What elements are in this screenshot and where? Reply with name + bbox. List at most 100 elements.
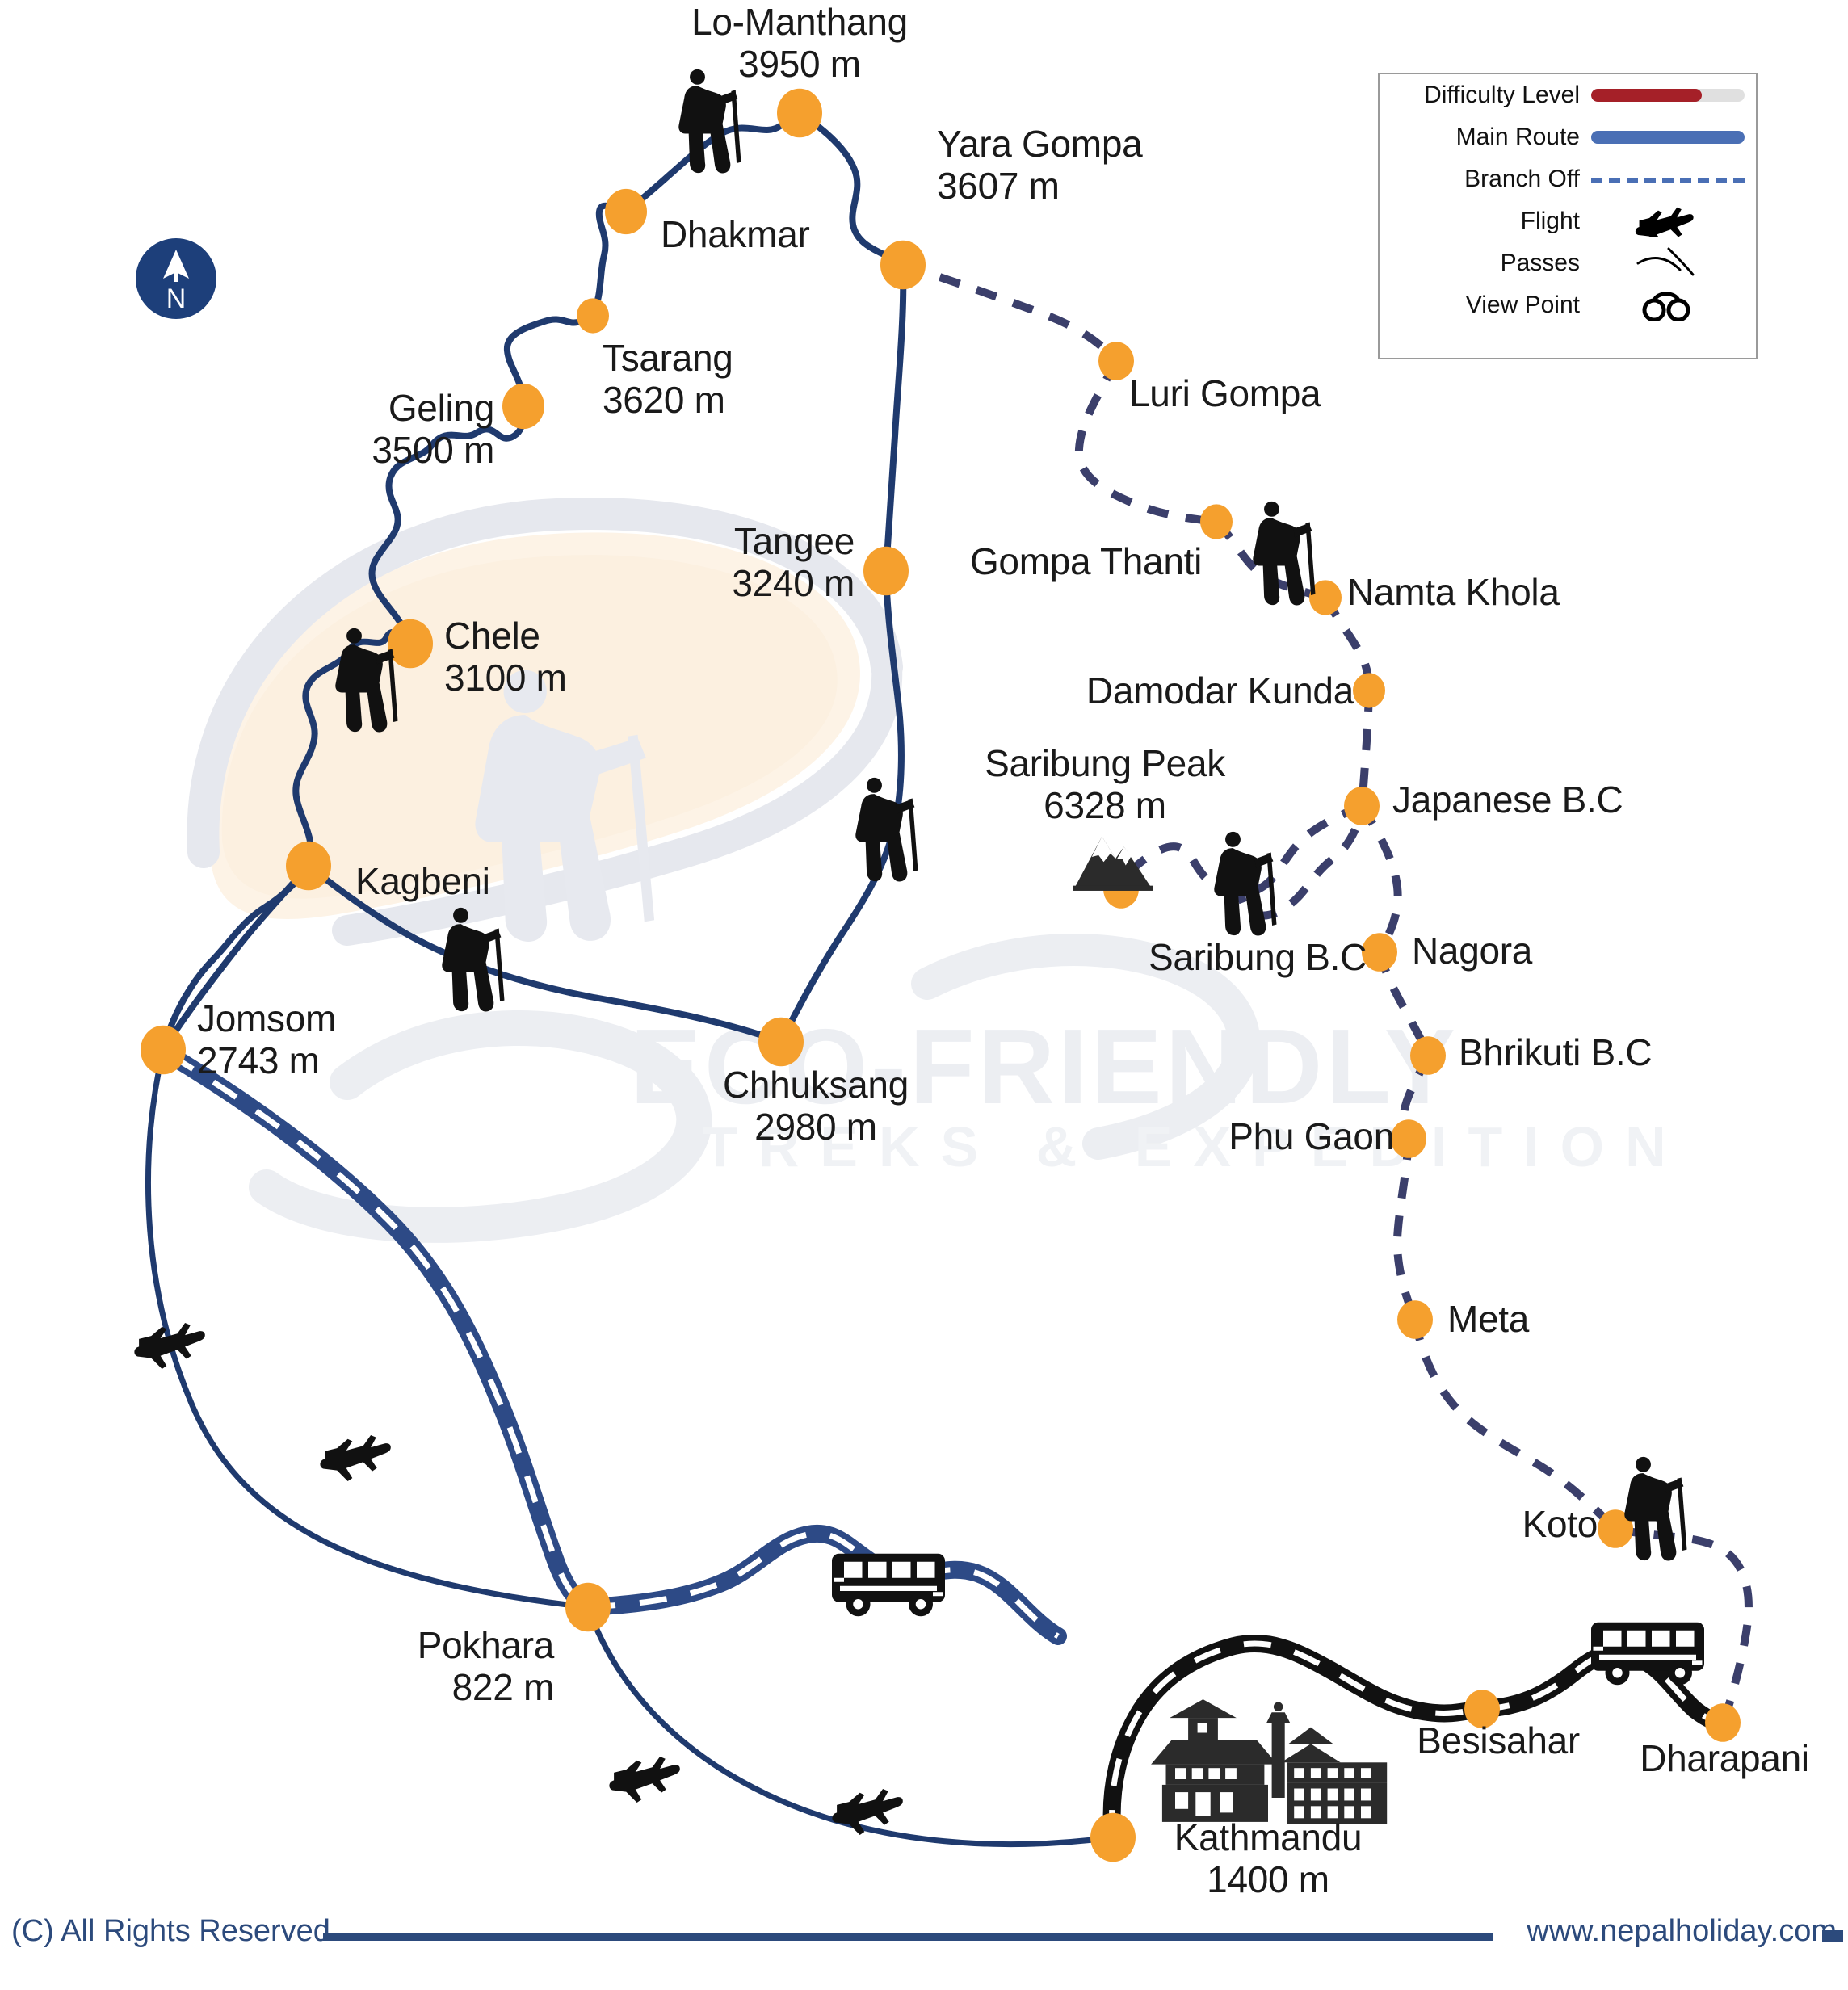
legend-label-main-route: Main Route — [1455, 124, 1580, 150]
place-marker[interactable] — [1397, 1300, 1433, 1339]
trekker-icon — [855, 777, 918, 882]
place-name: Koto — [1522, 1503, 1598, 1545]
place-marker[interactable] — [502, 383, 544, 430]
copyright-text: (C) All Rights Reserved — [11, 1914, 330, 1948]
place-marker[interactable] — [863, 546, 909, 596]
place-name: Dharapani — [1640, 1737, 1809, 1779]
place-name: Meta — [1447, 1298, 1530, 1340]
place-label: Damodar Kunda — [1086, 670, 1354, 712]
place-name: Gompa Thanti — [969, 540, 1202, 582]
legend-label-flight: Flight — [1520, 208, 1580, 234]
flight-jomsom-pokhara — [145, 1047, 591, 1610]
place-marker[interactable] — [286, 841, 331, 891]
legend-row-main-route: Main Route — [1380, 116, 1756, 158]
place-marker[interactable] — [1090, 1812, 1136, 1862]
trekker-icon — [442, 907, 505, 1012]
place-marker[interactable] — [1098, 342, 1134, 380]
airplane-icon — [609, 1756, 680, 1803]
place-label: Kagbeni — [355, 860, 490, 903]
place-marker[interactable] — [1410, 1036, 1446, 1075]
route-kagbeni-jomsom-lower — [160, 863, 312, 1053]
mountain-icon — [1073, 836, 1153, 891]
place-marker[interactable] — [388, 619, 433, 669]
place-label: Japanese B.C — [1392, 779, 1623, 821]
place-marker[interactable] — [777, 88, 822, 138]
place-name: Dhakmar — [661, 213, 810, 255]
place-elevation: 3500 m — [372, 428, 494, 471]
place-name: Lo-Manthang — [691, 1, 908, 43]
branch-gompathanti-namta — [1213, 518, 1327, 602]
branch-damodar-japanese — [1358, 690, 1373, 807]
place-marker[interactable] — [605, 188, 647, 235]
route-kagbeni-chele — [292, 629, 414, 869]
place-marker[interactable] — [1362, 933, 1397, 972]
place-name: Bhrikuti B.C — [1459, 1031, 1653, 1073]
place-label: Nagora — [1412, 930, 1532, 972]
place-marker[interactable] — [1344, 787, 1380, 825]
place-marker[interactable] — [758, 1017, 804, 1067]
place-marker[interactable] — [1200, 504, 1233, 539]
place-label: Dharapani — [1640, 1737, 1809, 1780]
airplane-icon — [320, 1434, 391, 1481]
place-name: Yara Gompa — [937, 123, 1143, 165]
place-elevation: 6328 m — [1044, 783, 1166, 826]
road-kathmandu-besisahar-dashes — [1109, 1640, 1483, 1838]
airplane-icon — [1591, 205, 1745, 237]
place-label: Saribung B.C — [1149, 936, 1367, 979]
place-name: Geling — [388, 387, 494, 429]
place-name: Tsarang — [603, 337, 733, 379]
dashed-line-icon — [1591, 163, 1745, 195]
binoculars-icon — [1591, 289, 1745, 321]
place-name: Luri Gompa — [1129, 372, 1321, 414]
trekker-icon — [335, 628, 398, 733]
place-elevation: 3950 m — [738, 42, 861, 85]
branch-phugaon-meta — [1392, 1138, 1419, 1321]
place-marker[interactable] — [1598, 1509, 1633, 1548]
bus-icon — [832, 1553, 945, 1617]
place-marker[interactable] — [1705, 1703, 1741, 1742]
place-elevation: 822 m — [452, 1665, 555, 1708]
map-legend: Difficulty Level Main Route Branch Off F… — [1378, 73, 1758, 359]
place-marker[interactable] — [565, 1582, 611, 1632]
place-label: Gompa Thanti — [969, 540, 1202, 583]
place-name: Saribung Peak — [985, 742, 1225, 784]
place-name: Damodar Kunda — [1086, 670, 1354, 712]
place-name: Kathmandu — [1174, 1816, 1363, 1858]
place-name: Chhuksang — [722, 1064, 909, 1106]
place-name: Chele — [444, 615, 540, 657]
road-jomsom-pokhara-dashes — [168, 1052, 590, 1610]
place-marker[interactable] — [1309, 580, 1342, 615]
place-marker[interactable] — [577, 298, 609, 334]
route-chele-geling — [368, 403, 527, 647]
place-label: Bhrikuti B.C — [1459, 1031, 1653, 1074]
legend-row-view-point: View Point — [1380, 284, 1756, 326]
place-marker[interactable] — [141, 1025, 186, 1075]
branch-nagora-bhrikuti — [1376, 951, 1432, 1057]
solid-line-icon — [1591, 121, 1745, 153]
legend-label-passes: Passes — [1500, 250, 1580, 276]
bus-icon — [1591, 1622, 1704, 1686]
compass-rose: N — [134, 237, 218, 321]
place-label: Koto — [1522, 1503, 1598, 1546]
place-marker[interactable] — [1464, 1690, 1500, 1728]
legend-label-branch-off: Branch Off — [1464, 166, 1580, 192]
place-marker[interactable] — [880, 240, 926, 290]
svg-text:N: N — [166, 283, 187, 314]
place-elevation: 3240 m — [732, 561, 855, 604]
place-marker[interactable] — [1353, 673, 1385, 708]
place-marker[interactable] — [1391, 1119, 1426, 1158]
airplane-icon — [832, 1788, 903, 1835]
place-name: Nagora — [1412, 930, 1533, 972]
place-label: Phu Gaon — [1228, 1115, 1394, 1158]
trekker-icon — [1624, 1456, 1687, 1561]
website-link[interactable]: www.nepalholiday.com — [1527, 1914, 1837, 1948]
legend-label-difficulty: Difficulty Level — [1424, 82, 1580, 108]
flight-pokhara-kathmandu — [585, 1604, 1116, 1848]
